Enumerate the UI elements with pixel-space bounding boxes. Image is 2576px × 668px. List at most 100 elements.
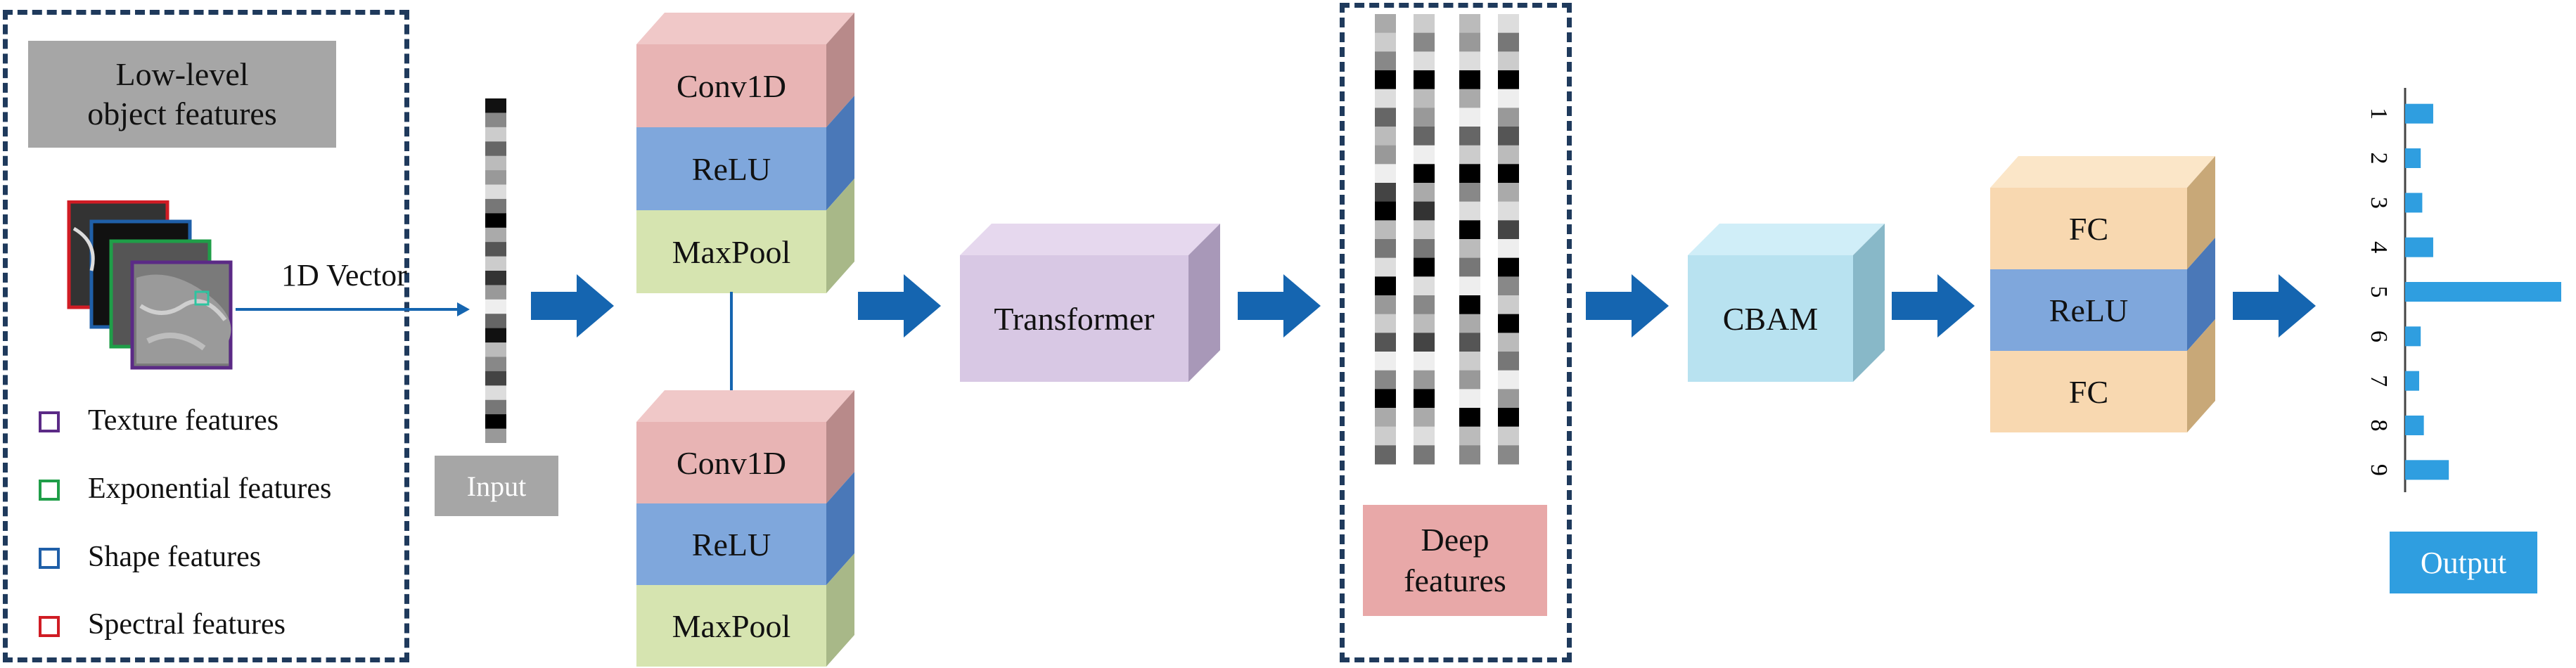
- legend-shape-label: Shape features: [88, 541, 262, 573]
- output-bar-8: [2405, 416, 2424, 435]
- arrow-to-cnn: [531, 274, 614, 338]
- deep-strip-cell: [1459, 389, 1480, 409]
- input-strip-cell: [485, 328, 506, 343]
- fc-bottom-label: FC: [2068, 373, 2109, 410]
- output-bar-6: [2405, 326, 2421, 347]
- deep-strip-cell: [1459, 89, 1480, 108]
- arrow-to-transformer: [858, 274, 941, 338]
- cbam-label: CBAM: [1722, 300, 1819, 337]
- input-strip-cell: [485, 184, 506, 200]
- deep-strip-cell: [1375, 89, 1396, 108]
- input-strip-cell: [485, 385, 506, 401]
- deep-strip-cell: [1375, 276, 1396, 296]
- legend-spectral-swatch: [39, 616, 60, 637]
- deep-strip-cell: [1459, 239, 1480, 259]
- output-bar-5: [2405, 282, 2561, 302]
- deep-strip-cell: [1375, 257, 1396, 277]
- deep-strip-cell: [1375, 145, 1396, 165]
- legend-spectral-label: Spectral features: [88, 608, 286, 641]
- input-label: Input: [435, 456, 558, 516]
- deep-strip-cell: [1498, 108, 1519, 127]
- input-strip-cell: [485, 227, 506, 243]
- output-bar-2: [2405, 148, 2421, 168]
- cnn-block-bottom: [636, 390, 854, 667]
- cnn-bottom-relu-label: ReLU: [691, 526, 771, 563]
- deep-feature-strips: [1375, 14, 1519, 465]
- fc-relu-label: ReLU: [2049, 292, 2129, 328]
- deep-strip-cell: [1414, 183, 1435, 203]
- deep-strip-cell: [1498, 89, 1519, 108]
- deep-strip-cell: [1375, 164, 1396, 184]
- deep-strip-cell: [1375, 239, 1396, 259]
- deep-strip-cell: [1375, 127, 1396, 146]
- input-strip-cell: [485, 213, 506, 229]
- deep-strip-cell: [1459, 220, 1480, 240]
- output-bar-3: [2405, 193, 2423, 213]
- title-line2: object features: [87, 96, 277, 131]
- deep-strip-cell: [1459, 145, 1480, 165]
- output-bar-7: [2405, 371, 2419, 391]
- output-bar-4: [2405, 237, 2433, 257]
- output-class-label-8: 8: [2366, 420, 2392, 432]
- deep-strip-cell: [1498, 14, 1519, 34]
- input-strip-cell: [485, 127, 506, 142]
- deep-strip-cell: [1375, 408, 1396, 428]
- input-strip-cell: [485, 113, 506, 128]
- deep-strip-cell: [1414, 108, 1435, 127]
- cnn-top-conv-label: Conv1D: [677, 68, 786, 104]
- input-strip-cell: [485, 357, 506, 372]
- deep-strip-cell: [1375, 220, 1396, 240]
- deep-strip-cell: [1498, 164, 1519, 184]
- output-class-label-5: 5: [2366, 286, 2392, 298]
- input-strip-cell: [485, 170, 506, 185]
- deep-strip-cell: [1414, 89, 1435, 108]
- input-strip-cell: [485, 98, 506, 113]
- input-strip-cell: [485, 414, 506, 430]
- input-strip-cell: [485, 314, 506, 329]
- deep-strip-cell: [1498, 183, 1519, 203]
- transformer-label: Transformer: [994, 300, 1155, 337]
- output-bar-1: [2405, 103, 2433, 124]
- legend-shape-swatch: [39, 548, 60, 569]
- deep-strip-cell: [1498, 145, 1519, 165]
- deep-strip-cell: [1498, 239, 1519, 259]
- deep-strip-cell: [1414, 295, 1435, 315]
- deep-strip-cell: [1498, 220, 1519, 240]
- input-strip-cell: [485, 256, 506, 271]
- legend-texture-label: Texture features: [88, 404, 279, 437]
- deep-strip-cell: [1498, 314, 1519, 333]
- deep-strip-cell: [1414, 220, 1435, 240]
- deep-strip-cell: [1498, 426, 1519, 446]
- deep-strip-cell: [1414, 314, 1435, 333]
- deep-strip-cell: [1414, 51, 1435, 71]
- deep-strip-cell: [1375, 14, 1396, 34]
- deep-strip-cell: [1414, 370, 1435, 390]
- input-vector-strip: [485, 98, 506, 443]
- legend-exponential-label: Exponential features: [88, 473, 332, 505]
- deep-strip-cell: [1498, 333, 1519, 352]
- deep-strip-cell: [1459, 164, 1480, 184]
- deep-strip-cell: [1414, 276, 1435, 296]
- deep-strip-cell: [1459, 333, 1480, 352]
- deep-strip-cell: [1498, 295, 1519, 315]
- input-strip-cell: [485, 399, 506, 415]
- output-class-label-1: 1: [2366, 108, 2392, 120]
- deep-strip-cell: [1498, 276, 1519, 296]
- deep-strip-cell: [1459, 70, 1480, 90]
- deep-strip-cell: [1414, 389, 1435, 409]
- input-strip-cell: [485, 285, 506, 300]
- output-class-label-2: 2: [2366, 153, 2392, 165]
- output-class-label-6: 6: [2366, 330, 2392, 342]
- deep-strip-cell: [1459, 127, 1480, 146]
- deep-strip-cell: [1459, 314, 1480, 333]
- deep-strip-cell: [1414, 14, 1435, 34]
- input-strip-cell: [485, 242, 506, 257]
- cnn-block-top: [636, 13, 854, 293]
- deep-strip-cell: [1414, 201, 1435, 221]
- deep-strip-cell: [1459, 276, 1480, 296]
- deep-features-label: Deep features: [1363, 505, 1547, 616]
- deep-strip-cell: [1498, 127, 1519, 146]
- deep-strip-cell: [1498, 257, 1519, 277]
- output-class-label-9: 9: [2366, 464, 2392, 476]
- deep-strip-cell: [1375, 445, 1396, 465]
